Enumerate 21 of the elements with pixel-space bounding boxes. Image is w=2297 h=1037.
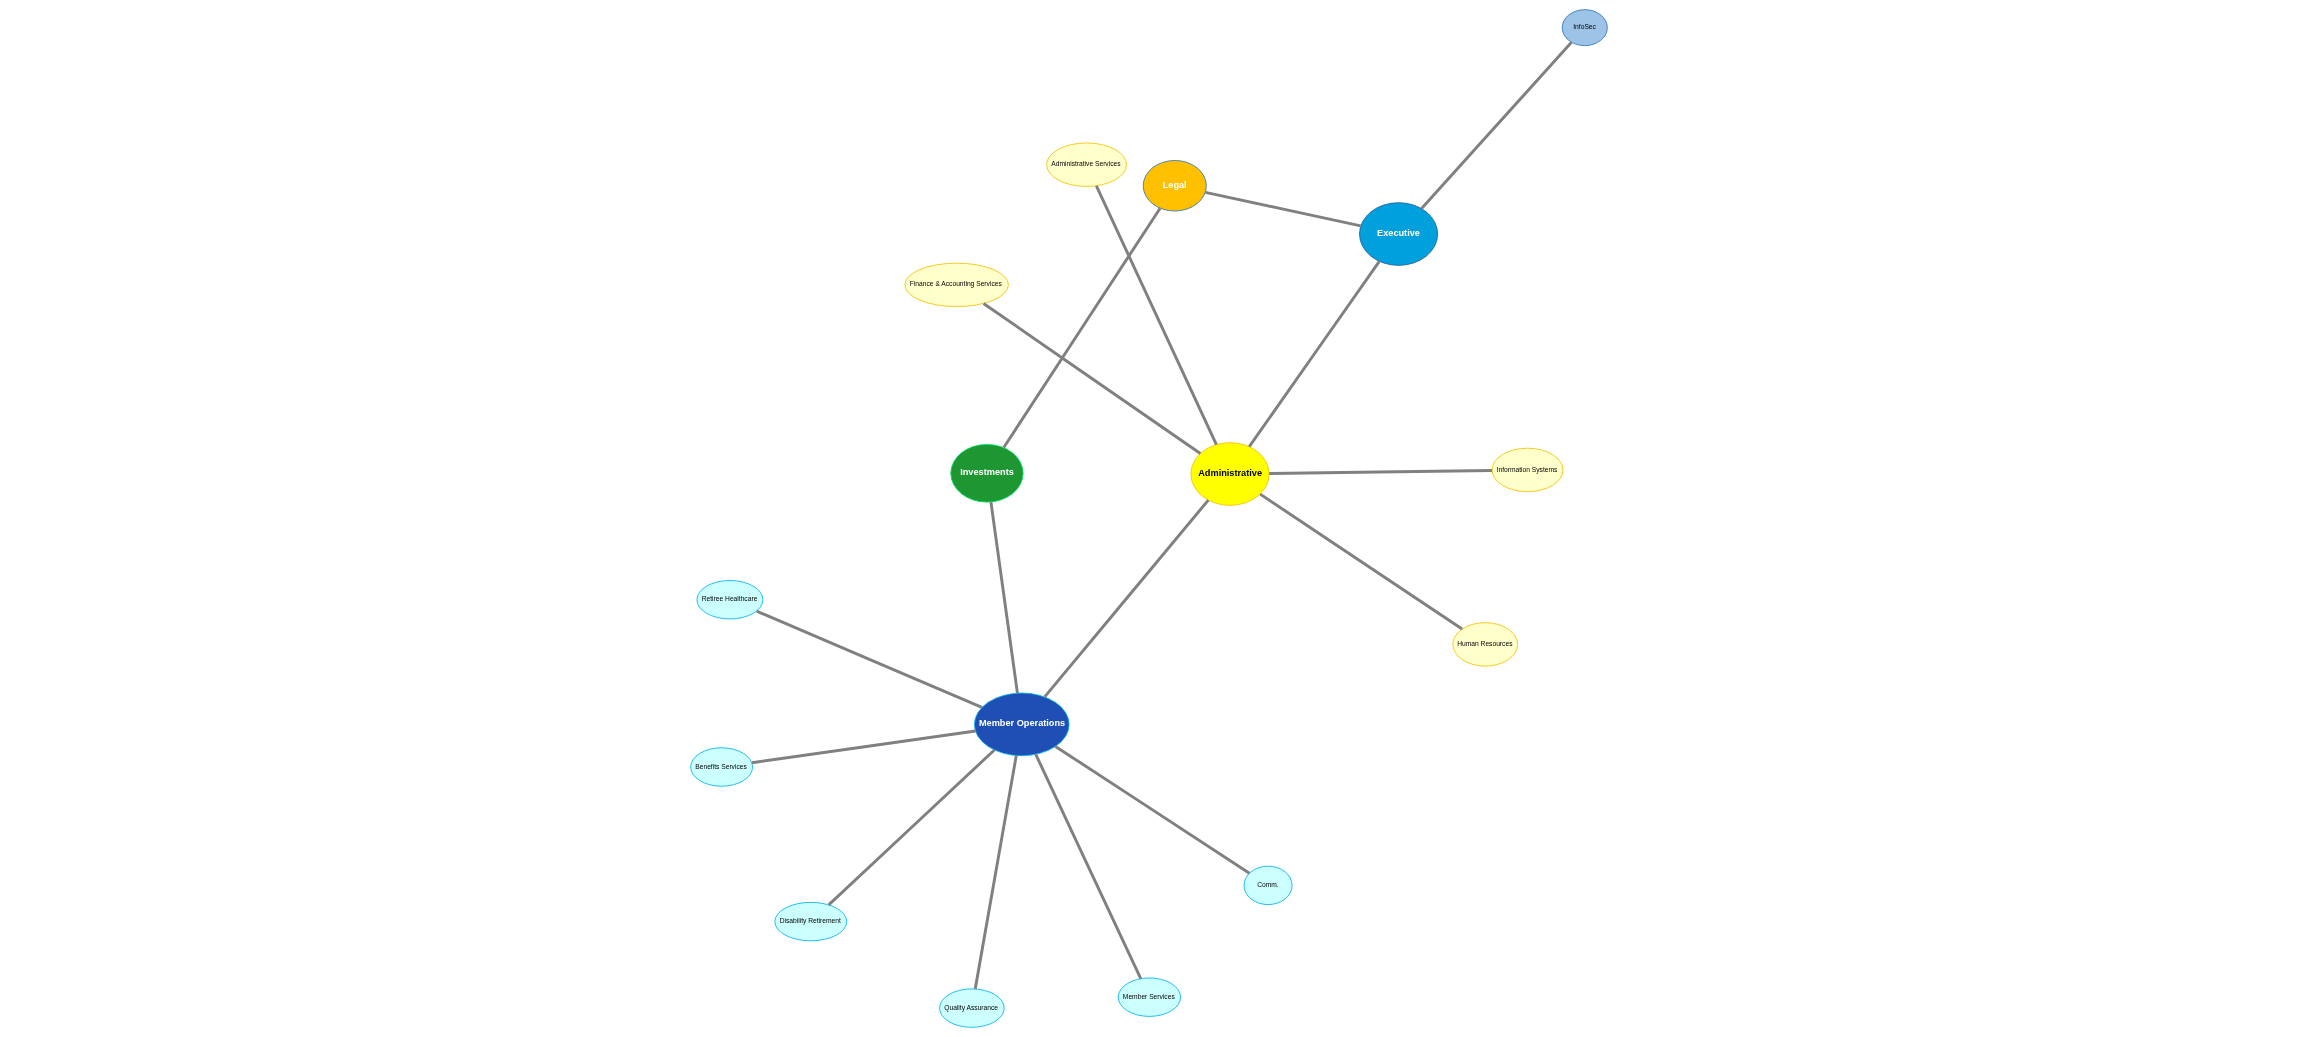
connector: [1420, 41, 1573, 210]
node-ellipse: Executive: [1358, 202, 1438, 266]
connector: [988, 501, 1019, 694]
connector: [982, 302, 1201, 455]
node-ellipse: Legal: [1142, 160, 1207, 212]
connector: [1043, 499, 1209, 698]
connector: [827, 748, 995, 906]
connector: [1094, 185, 1218, 446]
connector: [1258, 492, 1463, 631]
connector: [973, 755, 1018, 990]
node-ellipse: Investments: [949, 444, 1023, 503]
connector: [1247, 260, 1380, 448]
connector: [1204, 190, 1361, 228]
connector: [751, 729, 976, 765]
connector: [1054, 745, 1250, 875]
node-ellipse: Member Operations: [973, 692, 1069, 757]
node-ellipse: Administrative: [1190, 442, 1269, 506]
connector: [755, 609, 983, 709]
connector: [1033, 753, 1142, 980]
connector: [1002, 207, 1161, 449]
connector: [1268, 468, 1492, 475]
